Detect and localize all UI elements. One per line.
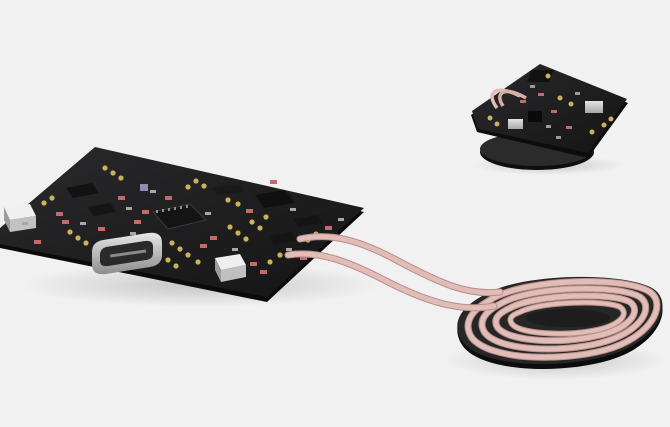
chip-header [212, 184, 245, 196]
receiver-inductor [585, 101, 603, 113]
wireless-charging-coil [457, 276, 663, 369]
coil-windings [464, 278, 661, 361]
receiver-pcb-board [472, 64, 627, 153]
main-ic-pins [156, 205, 188, 213]
main-small-parts [22, 190, 344, 251]
driver-ic [255, 190, 295, 208]
inductor-right [215, 254, 246, 282]
led-indicator [140, 184, 148, 191]
small-ic-b [294, 215, 322, 227]
main-resistors [34, 180, 332, 274]
receiver-assembly [471, 64, 628, 170]
main-controller-ic [152, 203, 207, 230]
coil-center [526, 309, 610, 327]
receiver-pads [487, 73, 614, 135]
inductor-left [4, 204, 36, 232]
receiver-wire-2 [498, 89, 527, 107]
receiver-small-parts [530, 85, 580, 139]
receiver-ic [527, 70, 554, 82]
coil-lead-wires [284, 233, 504, 312]
receiver-resistors [520, 93, 572, 129]
receiver-chip [528, 111, 542, 122]
receiver-inductor-2 [508, 119, 523, 129]
regulator-ic [66, 183, 99, 198]
small-ic-c [270, 232, 296, 245]
usb-c-connector [92, 232, 162, 275]
small-ic-a [88, 203, 116, 216]
main-board-assembly [0, 147, 364, 302]
